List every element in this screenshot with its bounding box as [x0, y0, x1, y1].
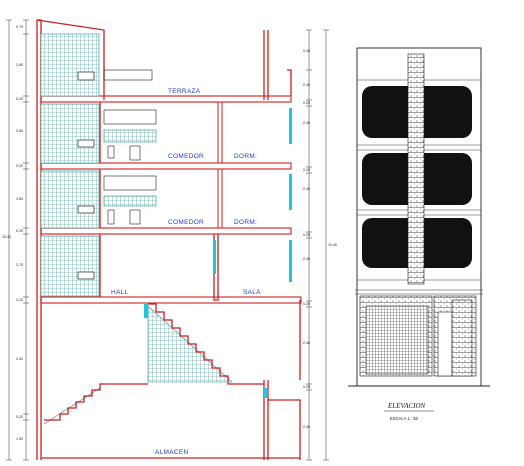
elevation-ground-floor: [359, 295, 477, 377]
label-comedor-upper: COMEDOR: [168, 153, 204, 160]
dim-total-right: 10.40: [328, 243, 337, 247]
building-section: TERRAZA COMEDOR DORM. COMEDOR DORM. HALL…: [2, 19, 337, 461]
dim-left-3: 2.60: [16, 129, 23, 133]
dim-left-9: 4.00: [16, 357, 23, 361]
dim-left-2: 0.20: [16, 97, 23, 101]
label-sala: SALA: [243, 289, 261, 296]
elevation-title: ELEVACION: [387, 402, 426, 410]
dim-right-0: 0.40: [303, 49, 310, 53]
dim-right-11: 2.40: [303, 425, 310, 429]
dim-right-9: 2.40: [303, 341, 310, 345]
dim-left-11: 1.50: [16, 437, 23, 441]
fixtures: [77, 69, 199, 371]
label-almacen: ALMACEN: [155, 449, 189, 456]
dim-total-left: 10.40: [2, 235, 11, 239]
label-terraza: TERRAZA: [168, 88, 201, 95]
label-comedor-lower: COMEDOR: [168, 219, 204, 226]
tiled-bathrooms: [40, 33, 157, 297]
dim-right-3: 2.40: [303, 121, 310, 125]
label-hall: HALL: [111, 289, 129, 296]
dim-left-0: 0.70: [16, 25, 23, 29]
label-dorm-upper: DORM.: [234, 153, 257, 160]
dim-right-8: 0.20: [303, 302, 310, 306]
dimensions-right: 0.40 2.40 0.20 2.40 0.20 2.40 0.20 2.40 …: [303, 29, 337, 461]
dim-left-6: 0.20: [16, 229, 23, 233]
room-labels: TERRAZA COMEDOR DORM. COMEDOR DORM. HALL…: [111, 88, 261, 456]
dimensions-left: 0.70 2.60 0.20 2.60 0.20 2.60 0.20 2.70 …: [2, 19, 29, 461]
dim-right-2: 0.20: [303, 101, 310, 105]
dim-right-6: 0.20: [303, 233, 310, 237]
dim-ticks-right: [306, 29, 329, 461]
elevation-scale: ESCALA 1 : 50: [390, 416, 419, 421]
dim-right-4: 0.20: [303, 168, 310, 172]
dim-left-1: 2.60: [16, 63, 23, 67]
dim-left-7: 2.70: [16, 263, 23, 267]
dim-left-4: 0.20: [16, 164, 23, 168]
dim-right-1: 2.40: [303, 83, 310, 87]
windows: [144, 108, 292, 398]
interior-partitions: [99, 69, 292, 301]
staircase: [43, 303, 264, 425]
dim-left-5: 2.60: [16, 197, 23, 201]
dim-ticks-left: [6, 19, 29, 461]
dim-left-8: 0.20: [16, 298, 23, 302]
stone-column: [407, 53, 425, 285]
building-elevation: ELEVACION ESCALA 1 : 50: [348, 47, 490, 421]
dim-right-5: 2.40: [303, 187, 310, 191]
dim-left-10: 0.20: [16, 415, 23, 419]
dim-right-10: 0.20: [303, 385, 310, 389]
floor-slabs: [40, 95, 302, 459]
label-dorm-lower: DORM.: [234, 219, 257, 226]
dim-right-7: 2.40: [303, 257, 310, 261]
